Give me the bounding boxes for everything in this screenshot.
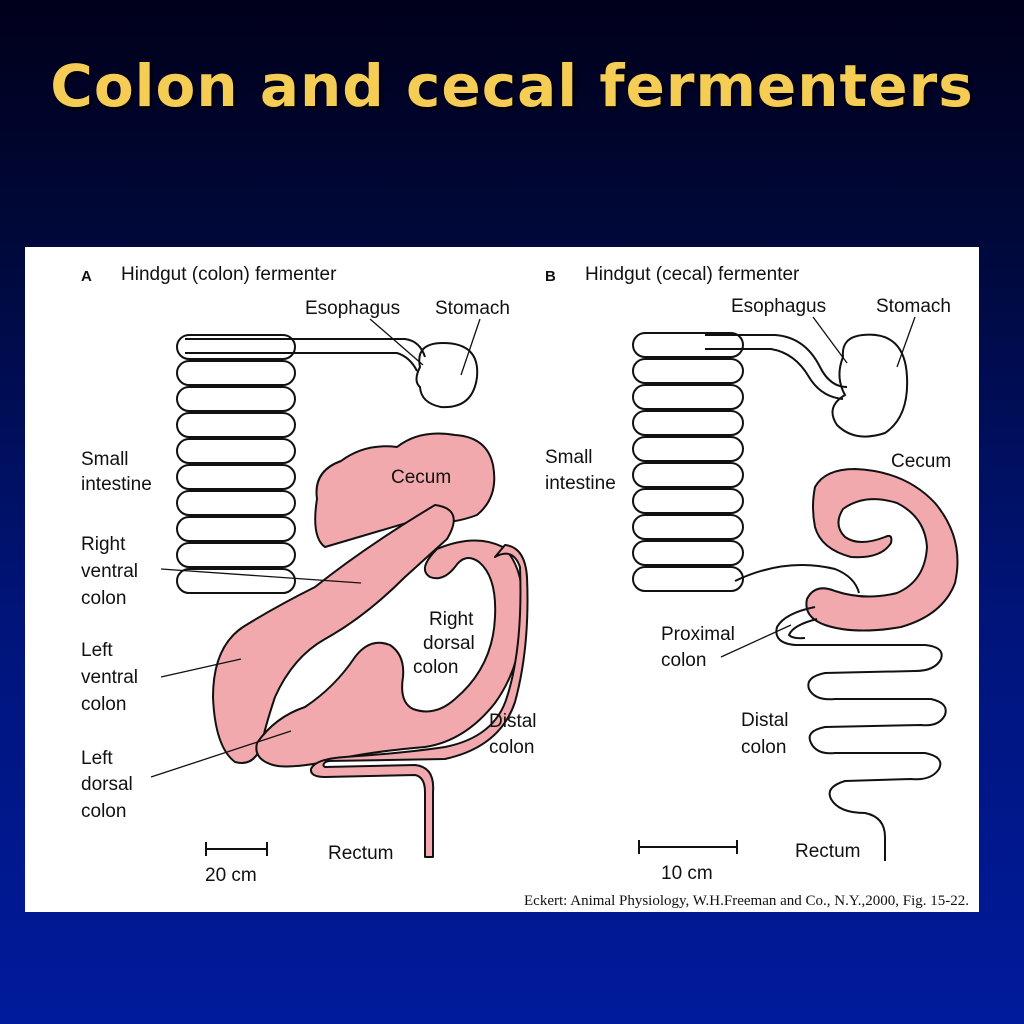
panel-a-left-ventral-colon-label-line1: Left — [81, 640, 113, 661]
panel-a-left-dorsal-colon-label-line3: colon — [81, 801, 126, 822]
panel-a-right-ventral-colon-label-line1: Right — [81, 534, 126, 555]
panel-b-stomach — [831, 333, 909, 438]
panel-b-esophagus-label: Esophagus — [731, 296, 826, 317]
panel-a-ventral-colon — [212, 504, 455, 764]
panel-a: A Hindgut (colon) fermenter Esophagus St… — [81, 264, 537, 886]
panel-a-left-dorsal-colon-label-line1: Left — [81, 748, 113, 769]
panel-b-stomach-label: Stomach — [876, 296, 951, 317]
panel-a-right-dorsal-colon-label-line1: Right — [429, 609, 474, 630]
panel-a-right-dorsal-colon-label-line3: colon — [413, 657, 458, 678]
panel-a-right-ventral-colon-label-line2: ventral — [81, 561, 138, 582]
panel-b-heading: Hindgut (cecal) fermenter — [585, 264, 800, 285]
panel-a-right-dorsal-colon-label-line2: dorsal — [423, 633, 475, 654]
panel-a-letter: A — [81, 268, 92, 285]
panel-b-proximal-colon-label-line1: Proximal — [661, 624, 735, 645]
panel-a-small-intestine-label-line2: intestine — [81, 474, 152, 495]
panel-a-rectum-label: Rectum — [328, 843, 393, 864]
panel-a-heading: Hindgut (colon) fermenter — [121, 264, 337, 285]
panel-b-letter: B — [545, 268, 556, 285]
digestive-tract-diagram: A Hindgut (colon) fermenter Esophagus St… — [81, 264, 969, 909]
panel-a-small-intestine-label-line1: Small — [81, 449, 129, 470]
panel-a-scale-bar: 20 cm — [205, 842, 268, 886]
panel-b-scale-bar: 10 cm — [638, 840, 738, 884]
panel-a-dorsal-colon — [255, 539, 525, 768]
panel-a-left-dorsal-colon-label-line2: dorsal — [81, 774, 133, 795]
panel-a-distal-colon-label-line2: colon — [489, 737, 534, 758]
panel-b-proximal-colon — [775, 606, 947, 861]
panel-b-proximal-colon-label-line2: colon — [661, 650, 706, 671]
panel-b-small-intestine-label-line2: intestine — [545, 473, 616, 494]
panel-a-right-ventral-colon-label-line3: colon — [81, 588, 126, 609]
panel-b-small-intestine-label-line1: Small — [545, 447, 593, 468]
panel-b-cecum — [805, 468, 959, 632]
panel-b-distal-colon-label-line1: Distal — [741, 710, 789, 731]
panel-a-stomach-label: Stomach — [435, 298, 510, 319]
panel-a-left-ventral-colon-label-line3: colon — [81, 694, 126, 715]
panel-b-cecum-label: Cecum — [891, 451, 951, 472]
panel-b-small-intestine-coils — [632, 332, 860, 594]
panel-b: B Hindgut (cecal) fermenter Esophagus St… — [545, 264, 959, 884]
figure-panel: A Hindgut (colon) fermenter Esophagus St… — [25, 247, 979, 912]
panel-a-distal-colon-label-line1: Distal — [489, 711, 537, 732]
slide-title: Colon and cecal fermenters — [50, 52, 974, 120]
panel-b-scale-label: 10 cm — [661, 863, 713, 884]
panel-a-left-ventral-colon-label-line2: ventral — [81, 667, 138, 688]
figure-citation: Eckert: Animal Physiology, W.H.Freeman a… — [524, 893, 969, 909]
panel-a-distal-colon — [309, 544, 529, 858]
panel-a-small-intestine-coils — [176, 334, 426, 594]
panel-a-esophagus-label: Esophagus — [305, 298, 400, 319]
panel-b-distal-colon-label-line2: colon — [741, 737, 786, 758]
panel-b-rectum-label: Rectum — [795, 841, 860, 862]
panel-a-stomach — [415, 341, 479, 409]
panel-a-cecum-label: Cecum — [391, 467, 451, 488]
panel-a-scale-label: 20 cm — [205, 865, 257, 886]
